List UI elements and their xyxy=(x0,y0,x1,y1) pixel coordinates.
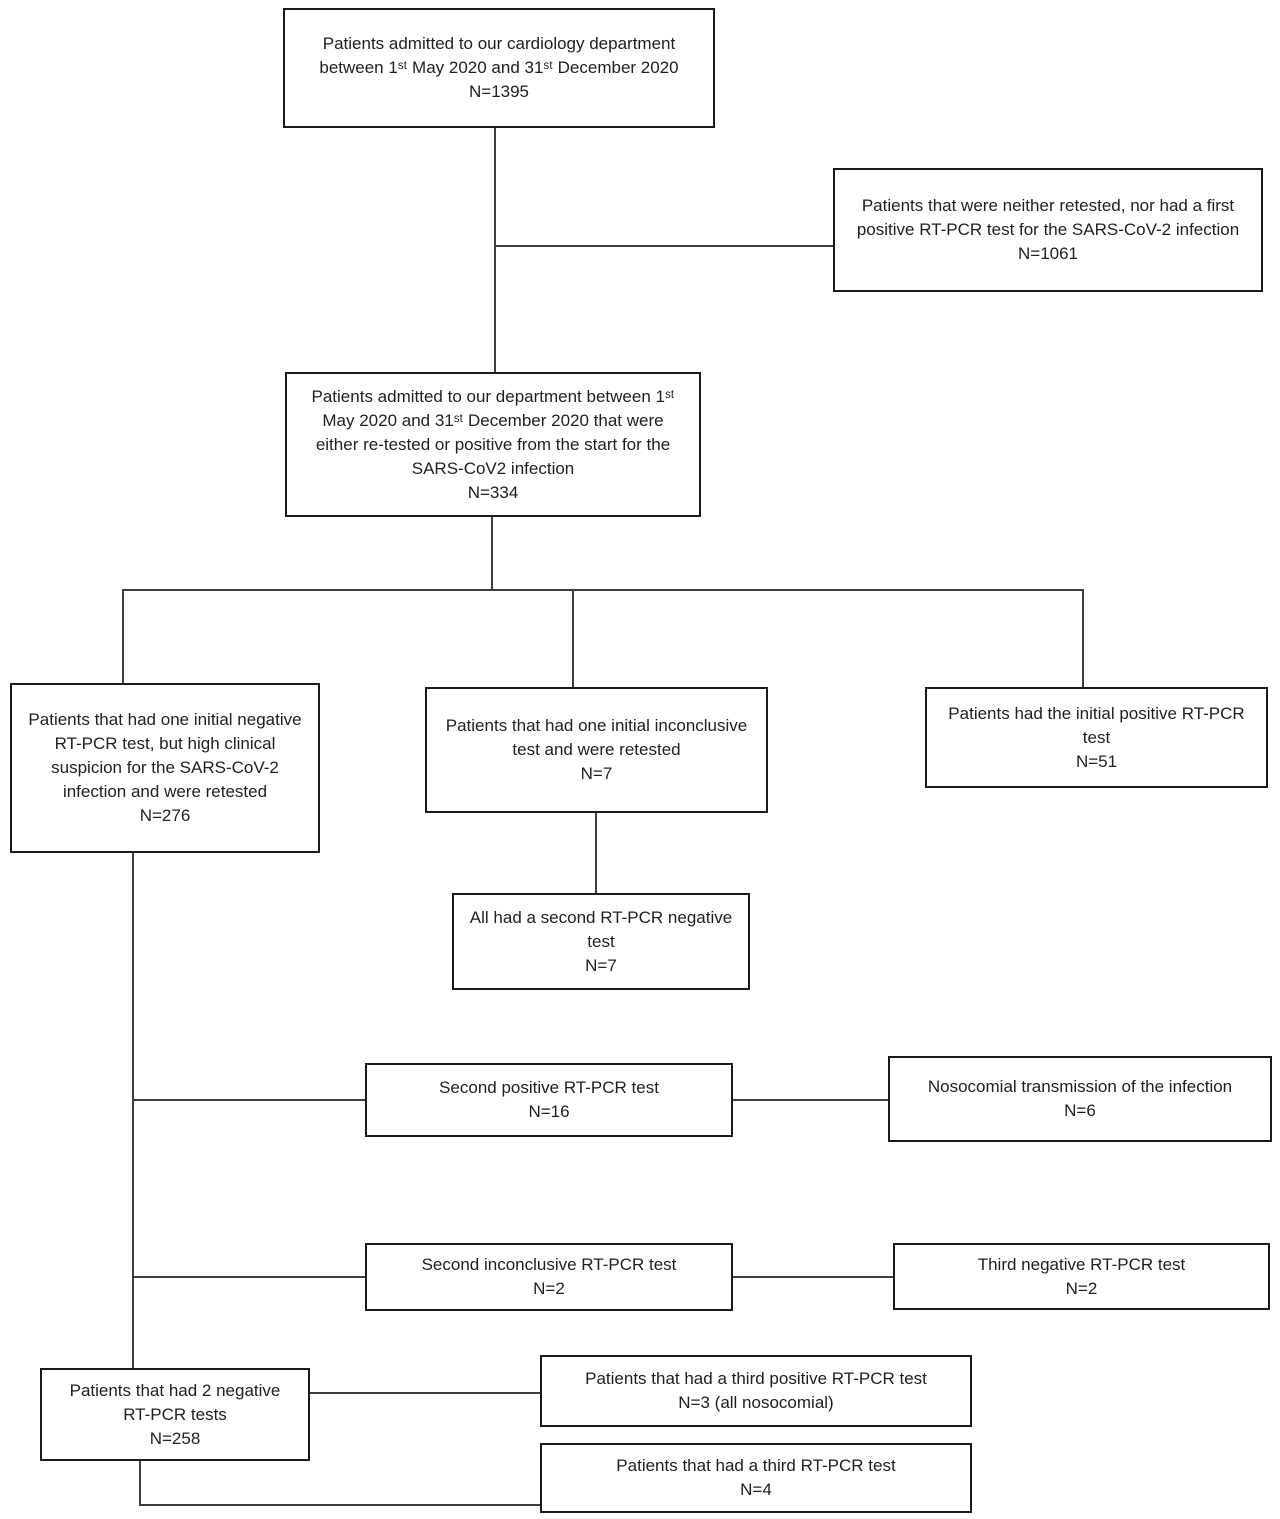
box-third-test: Patients that had a third RT-PCR test N=… xyxy=(540,1443,972,1513)
connector-spine-to-second-inconclusive xyxy=(133,1276,365,1278)
box-third-negative-text: Third negative RT-PCR test xyxy=(977,1254,1186,1274)
box-nosocomial-transmission: Nosocomial transmission of the infection… xyxy=(888,1056,1272,1142)
box-third-positive-count: N=3 (all nosocomial) xyxy=(678,1393,834,1412)
box-retested-or-positive: Patients admitted to our department betw… xyxy=(285,372,701,517)
box-retested-or-positive-text: Patients admitted to our department betw… xyxy=(311,386,675,478)
box-third-positive-text: Patients that had a third positive RT-PC… xyxy=(585,1369,927,1388)
box-admitted-total-count: N=1395 xyxy=(468,82,530,101)
box-initial-inconclusive-retested: Patients that had one initial inconclusi… xyxy=(425,687,768,813)
connector-second-inconclusive-to-third-negative xyxy=(733,1276,893,1278)
box-second-positive: Second positive RT-PCR test N=16 xyxy=(365,1063,733,1137)
connector-down-to-third-test xyxy=(139,1504,540,1506)
box-third-test-count: N=4 xyxy=(740,1480,772,1499)
box-nosocomial-text: Nosocomial transmission of the infection xyxy=(927,1077,1233,1096)
box-initial-negative-count: N=276 xyxy=(139,806,191,825)
box-third-negative: Third negative RT-PCR test N=2 xyxy=(893,1243,1270,1310)
box-third-negative-count: N=2 xyxy=(1065,1278,1098,1298)
connector-total-to-retested xyxy=(494,128,496,372)
connector-left-spine xyxy=(132,853,134,1368)
box-two-negative-tests: Patients that had 2 negative RT-PCR test… xyxy=(40,1368,310,1461)
box-initial-positive-count: N=51 xyxy=(1075,751,1118,771)
box-second-inconclusive: Second inconclusive RT-PCR test N=2 xyxy=(365,1243,733,1311)
box-second-inconclusive-count: N=2 xyxy=(533,1279,565,1298)
box-second-negative-all-count: N=7 xyxy=(585,955,617,975)
box-second-inconclusive-text: Second inconclusive RT-PCR test xyxy=(421,1255,677,1274)
box-neither-retested-text: Patients that were neither retested, nor… xyxy=(856,196,1240,239)
box-neither-retested-nor-positive: Patients that were neither retested, nor… xyxy=(833,168,1263,292)
connector-drop-left xyxy=(122,589,124,685)
connector-inconclusive-to-second-negative xyxy=(595,813,597,893)
connector-two-negative-to-third-positive xyxy=(310,1392,540,1394)
box-initial-negative-text: Patients that had one initial negative R… xyxy=(28,710,302,801)
box-second-positive-count: N=16 xyxy=(528,1102,570,1121)
connector-retested-down xyxy=(491,517,493,590)
connector-drop-middle xyxy=(572,589,574,689)
box-two-negative-text: Patients that had 2 negative RT-PCR test… xyxy=(69,1380,281,1424)
connector-three-way-split xyxy=(122,589,1084,591)
box-two-negative-count: N=258 xyxy=(149,1428,201,1448)
connector-spine-to-second-positive xyxy=(133,1099,365,1101)
box-initial-positive: Patients had the initial positive RT-PCR… xyxy=(925,687,1268,788)
box-admitted-total: Patients admitted to our cardiology depa… xyxy=(283,8,715,128)
box-initial-inconclusive-count: N=7 xyxy=(580,764,613,783)
box-third-positive: Patients that had a third positive RT-PC… xyxy=(540,1355,972,1427)
connector-two-negative-down xyxy=(139,1461,141,1506)
box-initial-positive-text: Patients had the initial positive RT-PCR… xyxy=(948,703,1245,747)
box-second-positive-text: Second positive RT-PCR test xyxy=(439,1078,659,1097)
box-second-negative-all: All had a second RT-PCR negative test N=… xyxy=(452,893,750,990)
box-neither-retested-count: N=1061 xyxy=(1017,244,1079,263)
connector-drop-right xyxy=(1082,589,1084,689)
box-retested-or-positive-count: N=334 xyxy=(467,482,519,502)
box-second-negative-all-text: All had a second RT-PCR negative test xyxy=(469,907,733,951)
box-nosocomial-count: N=6 xyxy=(1064,1101,1096,1120)
box-third-test-text: Patients that had a third RT-PCR test xyxy=(616,1456,896,1475)
box-initial-negative-retested: Patients that had one initial negative R… xyxy=(10,683,320,853)
connector-branch-to-neither-retested xyxy=(495,245,833,247)
box-initial-inconclusive-text: Patients that had one initial inconclusi… xyxy=(445,716,748,759)
connector-second-positive-to-nosocomial xyxy=(733,1099,888,1101)
box-admitted-total-text: Patients admitted to our cardiology depa… xyxy=(319,34,679,77)
